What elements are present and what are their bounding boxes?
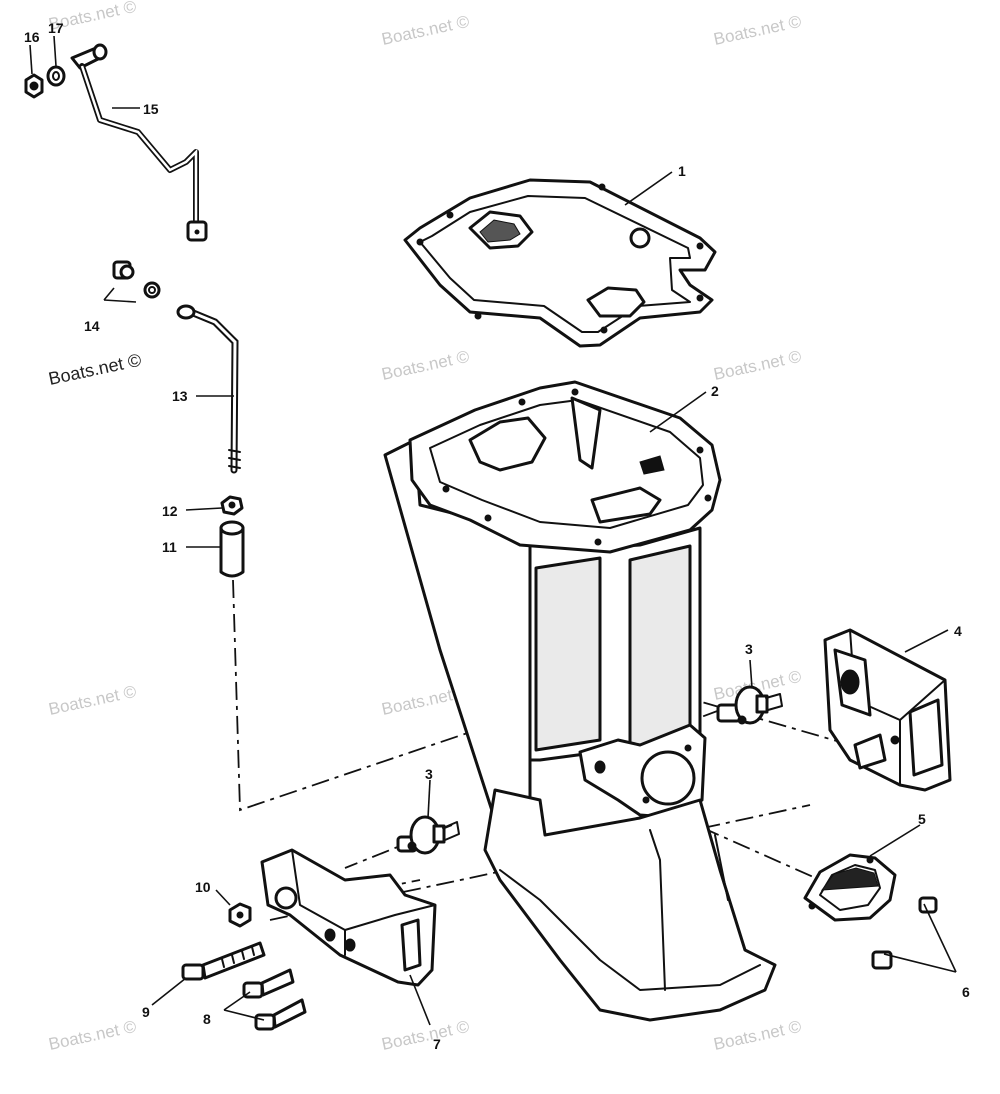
callout-13: 13 xyxy=(172,388,188,404)
watermark: Boats.net © xyxy=(47,682,139,719)
callout-12: 12 xyxy=(162,503,178,519)
callout-14: 14 xyxy=(84,318,100,334)
shift-rod-part-13 xyxy=(176,304,241,474)
gasket-part-1 xyxy=(403,178,717,348)
watermark: Boats.net © xyxy=(380,1017,472,1054)
callout-5: 5 xyxy=(918,811,926,827)
washer-part-17 xyxy=(46,65,66,87)
sleeve-part-11 xyxy=(219,520,245,578)
callout-4: 4 xyxy=(954,623,962,639)
nut-part-12 xyxy=(220,495,244,516)
callout-3-lower: 3 xyxy=(425,766,433,782)
watermark: Boats.net © xyxy=(712,12,804,49)
callout-1: 1 xyxy=(678,163,686,179)
rubber-mount-part-3-upper xyxy=(716,685,783,725)
nut-part-10 xyxy=(228,902,252,928)
mount-housing-part-7 xyxy=(260,848,437,987)
watermark: Boats.net © xyxy=(380,347,472,384)
watermark: Boats.net © xyxy=(47,1017,139,1054)
watermark: Boats.net © xyxy=(712,347,804,384)
callout-labels: 16 17 15 14 13 12 11 1 2 3 3 4 5 6 7 8 9… xyxy=(24,20,970,1052)
bolt-part-9 xyxy=(181,941,266,981)
callout-7: 7 xyxy=(433,1036,441,1052)
leader-lines xyxy=(29,35,957,1026)
rubber-mount-part-3-lower xyxy=(396,815,460,855)
callout-3-upper: 3 xyxy=(745,641,753,657)
callout-15: 15 xyxy=(143,101,159,117)
bolt-part-8 xyxy=(242,968,307,1031)
mount-cover-part-5 xyxy=(803,853,897,922)
watermark: Boats.net © xyxy=(380,12,472,49)
callout-10: 10 xyxy=(195,879,211,895)
callout-17: 17 xyxy=(48,20,64,36)
watermark: Boats.net © xyxy=(712,1017,804,1054)
shift-rod-part-15 xyxy=(70,43,208,242)
callout-6: 6 xyxy=(962,984,970,1000)
callout-2: 2 xyxy=(711,383,719,399)
callout-16: 16 xyxy=(24,29,40,45)
callout-9: 9 xyxy=(142,1004,150,1020)
mount-housing-part-4 xyxy=(823,628,952,792)
callout-11: 11 xyxy=(162,539,177,555)
drive-shaft-housing-part-2 xyxy=(383,380,777,1022)
nut-part-16 xyxy=(24,73,44,99)
callout-8: 8 xyxy=(203,1011,211,1027)
screw-part-14 xyxy=(112,260,161,299)
watermark: Boats.net © xyxy=(47,350,143,389)
